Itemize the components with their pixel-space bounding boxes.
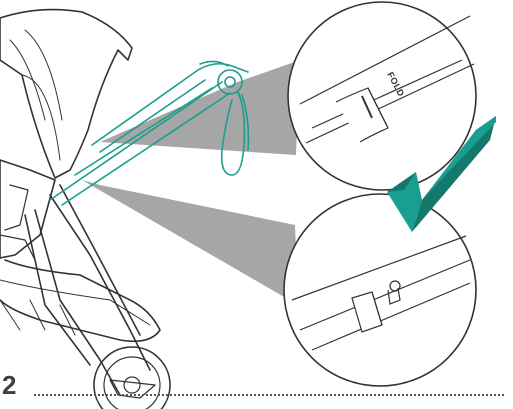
- detail-circle-bottom: [283, 193, 477, 387]
- zoom-beam-bottom: [82, 180, 298, 305]
- wrist-strap: [220, 91, 246, 176]
- detail-circle-top: FOLD: [287, 1, 477, 191]
- stroller-canopy: [0, 8, 133, 179]
- step-number: 2: [2, 370, 17, 400]
- lock-icon: [387, 280, 401, 305]
- step-divider: [34, 394, 504, 396]
- stroller-seat: [0, 159, 56, 259]
- stroller: [0, 8, 171, 409]
- stroller-basket: [0, 259, 161, 343]
- stroller-front-wheel: [93, 346, 171, 409]
- stroller-handlebar: [49, 60, 250, 206]
- checkmark-icon: [387, 116, 496, 232]
